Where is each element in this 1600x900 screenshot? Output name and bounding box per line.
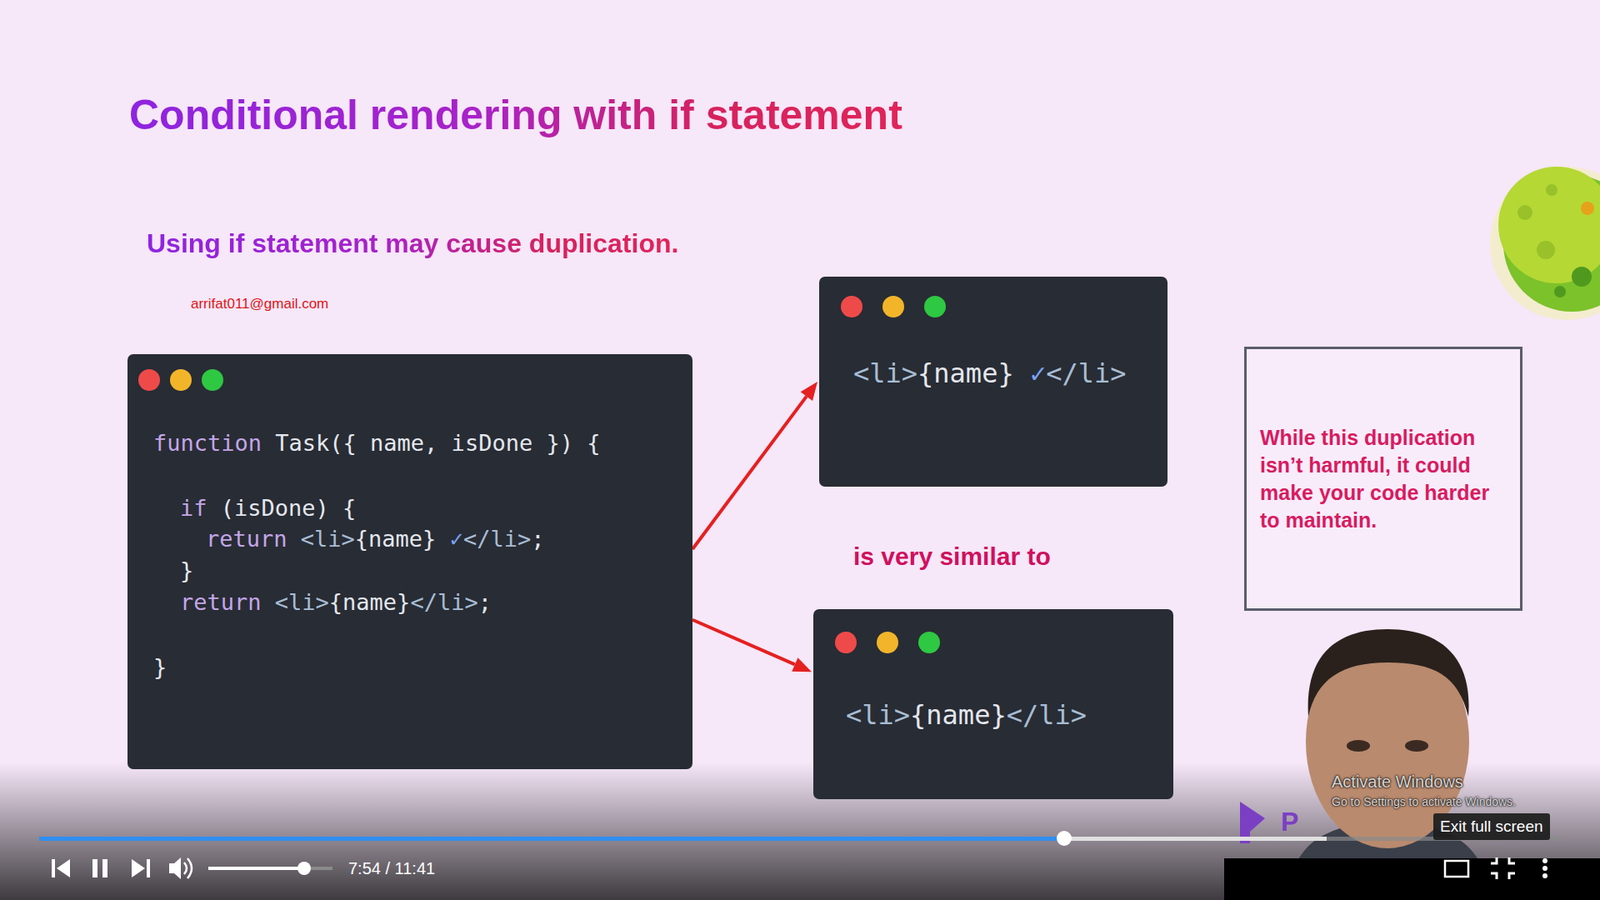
code-token: (isDone) { [207, 495, 357, 521]
player-black-band [1224, 858, 1600, 900]
player-tooltip: Exit full screen [1433, 813, 1550, 840]
window-dot [835, 631, 857, 654]
window-dot [882, 295, 905, 318]
volume-wave [187, 858, 192, 879]
volume-wave [184, 862, 187, 875]
pause-icon [102, 859, 108, 878]
code-token: return [205, 525, 288, 552]
code-line: <li>{name}</li> [845, 700, 1087, 730]
crater [1545, 184, 1558, 196]
code-token: {name} [355, 525, 450, 552]
window-dot [918, 631, 940, 654]
code-line: } [153, 653, 167, 682]
code-token: <li> [845, 699, 910, 731]
code-token: </li> [410, 589, 478, 615]
window-dot [170, 369, 192, 391]
crater [1554, 285, 1566, 298]
next-icon [131, 859, 145, 878]
code-token [287, 525, 301, 552]
code-window: <li>{name}</li> [813, 609, 1174, 800]
author-email: arrifat011@gmail.com [190, 295, 329, 313]
note-text: While this duplication isn’t harmful, it… [1260, 424, 1507, 535]
code-token: {name} [329, 589, 411, 615]
pause-icon [92, 859, 98, 878]
window-dot [138, 369, 160, 391]
code-token: function [153, 430, 262, 456]
window-dot [924, 295, 946, 318]
prev-icon [56, 859, 70, 878]
code-token: {name} [910, 699, 1007, 731]
slide-subtitle: Using if statement may cause duplication… [146, 226, 679, 260]
code-token: Task({ name, isDone }) { [261, 430, 600, 456]
crater [1517, 205, 1533, 220]
code-token: } [153, 654, 167, 680]
time-display: 7:54 / 11:41 [348, 858, 435, 880]
presenter-hair [1308, 629, 1470, 717]
crater [1580, 201, 1595, 215]
menu-dot [1542, 865, 1548, 871]
arrow-connector [692, 620, 812, 673]
volume-level [208, 866, 305, 870]
windows-watermark: Activate Windows [1331, 771, 1464, 793]
slide-title: Conditional rendering with if statement [129, 90, 903, 140]
code-line: return <li>{name}</li>; [180, 588, 492, 617]
crater [1536, 240, 1555, 260]
menu-dot [1542, 858, 1548, 864]
player-controls [51, 857, 1548, 880]
window-dot [840, 295, 863, 318]
volume-knob [297, 861, 311, 875]
planet-glow [1490, 166, 1600, 320]
window-dot [201, 369, 224, 391]
volume-icon [169, 857, 181, 880]
code-token: if [180, 495, 208, 521]
arrow-head [791, 657, 812, 672]
code-window: function Task({ name, isDone }) { if (isD… [127, 354, 693, 770]
code-line: function Task({ name, isDone }) { [153, 429, 600, 458]
exit-fullscreen-icon [1490, 857, 1515, 880]
logo-letter: P [1280, 805, 1299, 839]
code-token: {name} [917, 357, 1030, 390]
code-token: </li> [1006, 699, 1087, 731]
arrow-line [692, 396, 807, 550]
code-token: } [180, 557, 194, 584]
code-token: return [180, 589, 262, 615]
code-line: } [180, 556, 194, 585]
progress-knob [1056, 830, 1072, 846]
window-dot [876, 631, 899, 654]
code-line: return <li>{name} ✓</li>; [205, 525, 545, 554]
crater [1571, 266, 1592, 287]
next-icon [146, 859, 150, 878]
theater-icon [1445, 860, 1469, 877]
progress-buffered [39, 836, 1327, 841]
volume-track [208, 866, 333, 870]
code-window: <li>{name} ✓</li> [819, 276, 1168, 487]
windows-watermark: Go to Settings to activate Windows. [1331, 794, 1516, 810]
comparison-text: is very similar to [853, 540, 1051, 573]
code-token: ; [530, 525, 545, 552]
code-token: ; [478, 589, 492, 615]
progress-played [39, 836, 1065, 841]
code-token: <li> [275, 589, 330, 615]
code-line: if (isDone) { [180, 494, 356, 523]
code-token: ✓ [450, 525, 464, 552]
code-token: <li> [853, 357, 918, 390]
arrow-head [800, 381, 818, 401]
prev-icon [51, 859, 55, 878]
presenter-eye [1405, 740, 1429, 752]
code-token: ✓ [1030, 357, 1046, 390]
arrow-line [692, 620, 795, 665]
note-box: While this duplication isn’t harmful, it… [1244, 346, 1523, 611]
code-token [261, 589, 275, 615]
code-token: </li> [1045, 357, 1126, 390]
planet-illustration [1490, 166, 1600, 320]
progress-track [39, 836, 1564, 841]
code-token: <li> [300, 525, 355, 552]
code-line: <li>{name} ✓</li> [853, 359, 1127, 388]
planet-light [1498, 166, 1600, 284]
presenter-eye [1346, 740, 1370, 752]
arrow-connector [692, 381, 818, 550]
menu-dot [1542, 873, 1548, 879]
code-token: </li> [463, 525, 531, 552]
